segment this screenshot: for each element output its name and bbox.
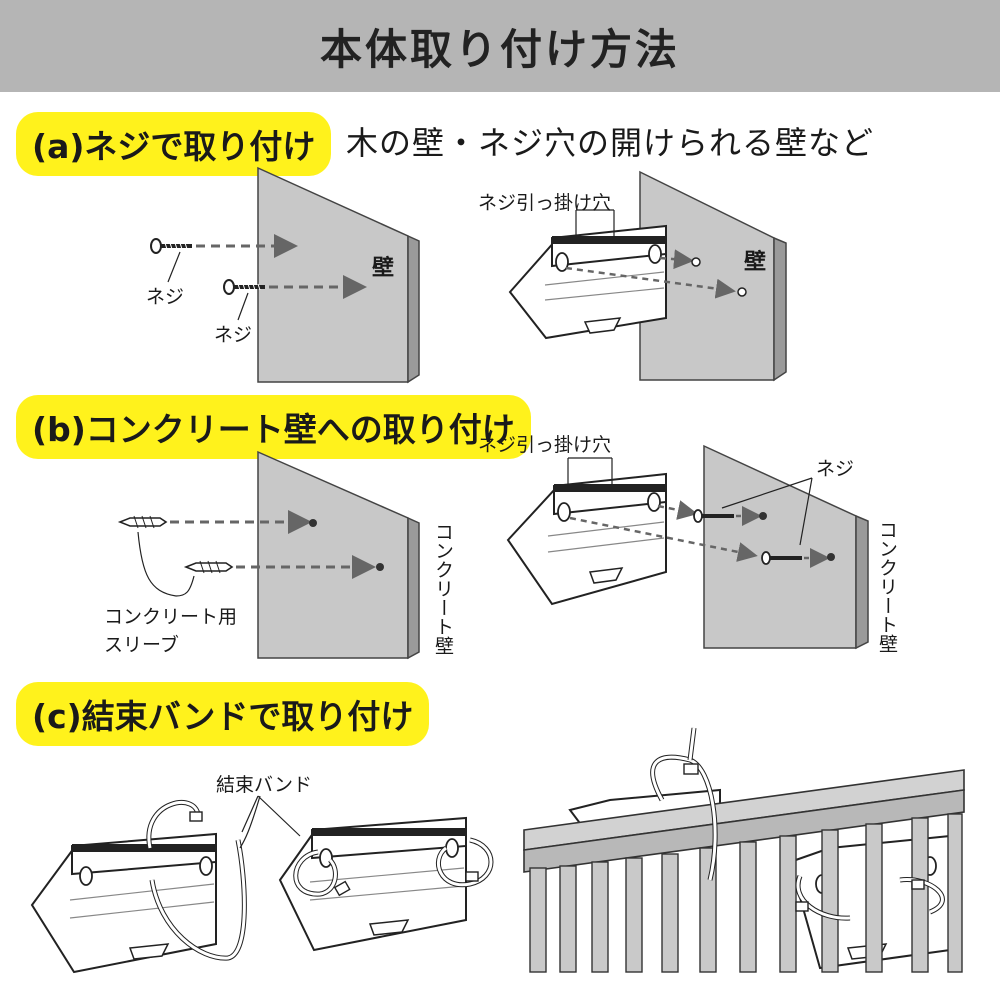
hook-hole-label-b: ネジ引っ掛け穴 (478, 434, 612, 456)
sleeve-b-2 (183, 555, 384, 579)
device-a (508, 209, 747, 340)
sleeve-label-line2: スリーブ (104, 634, 179, 656)
section-a-subtitle: 木の壁・ネジ穴の開けられる壁など (346, 124, 875, 162)
device-c-2 (278, 816, 494, 952)
wall-a-left (257, 166, 420, 384)
wall-b-left (257, 450, 420, 660)
screw-a-2 (223, 275, 367, 321)
section-b-label: (b)コンクリート壁への取り付け (16, 395, 531, 459)
section-c-label: (c)結束バンドで取り付け (16, 682, 430, 746)
section-a-label: (a)ネジで取り付け (16, 112, 332, 176)
wall-label-b-right: コンクリート壁 (876, 520, 898, 653)
wall-label-b-left: コンクリート壁 (432, 522, 454, 655)
wall-label-a-right: 壁 (744, 250, 767, 275)
sleeve-b-1 (117, 510, 317, 534)
hook-hole-label-a: ネジ引っ掛け穴 (478, 192, 612, 214)
screw-a-1 (150, 234, 298, 283)
wall-a-right (639, 170, 787, 382)
band-label: 結束バンド (216, 774, 312, 796)
screw-label-a-2: ネジ (214, 324, 253, 346)
header-bar: 本体取り付け方法 (0, 0, 1000, 92)
page-title: 本体取り付け方法 (319, 24, 680, 74)
screw-label-a-1: ネジ (146, 286, 185, 308)
screw-b-1 (693, 506, 767, 526)
screw-label-b: ネジ (816, 458, 855, 480)
railing-scene (523, 727, 965, 973)
wall-b-right (703, 444, 869, 650)
device-b (506, 457, 758, 606)
wall-label-a-left: 壁 (372, 256, 395, 281)
sleeve-label-line1: コンクリート用 (104, 606, 238, 628)
device-c-1 (30, 800, 247, 974)
screw-b-2 (761, 548, 835, 568)
